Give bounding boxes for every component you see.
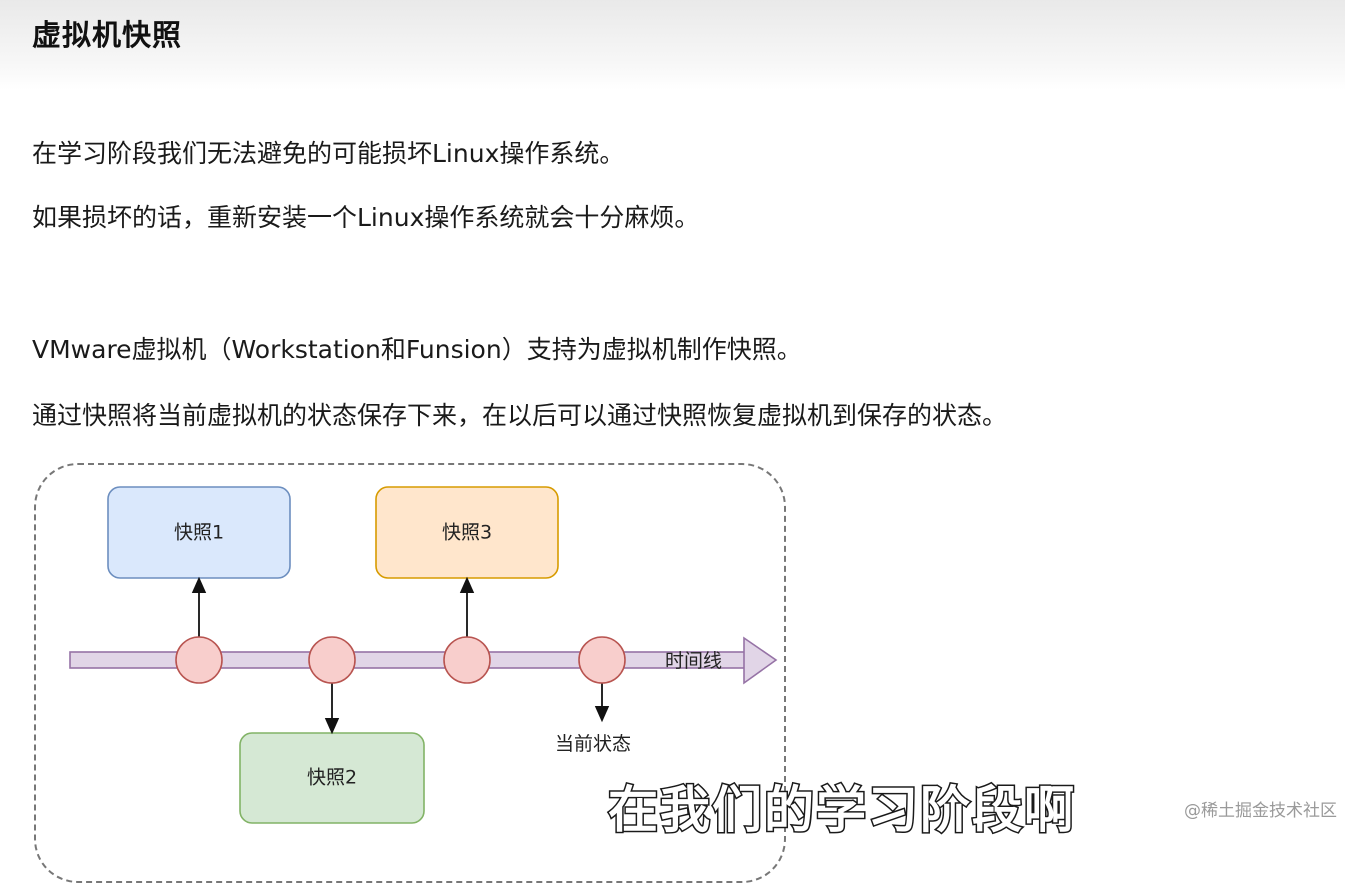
snapshot-2-label: 快照2	[307, 767, 357, 789]
snapshot-3-label: 快照3	[442, 522, 492, 544]
paragraph-1: 在学习阶段我们无法避免的可能损坏Linux操作系统。	[32, 139, 625, 168]
video-subtitle: 在我们的学习阶段啊	[607, 780, 1076, 841]
paragraph-2: 如果损坏的话，重新安装一个Linux操作系统就会十分麻烦。	[32, 203, 700, 232]
timeline-point-2	[308, 636, 356, 684]
timeline-bar	[69, 651, 751, 669]
page-title: 虚拟机快照	[32, 18, 183, 52]
title-band	[0, 0, 1345, 90]
snapshot-diagram: 快照1 快照3 快照2 时间线 当前状态	[69, 486, 778, 824]
snapshot-1-label: 快照1	[174, 522, 224, 544]
timeline-point-current	[578, 636, 626, 684]
timeline-arrowhead	[743, 636, 778, 685]
paragraph-3: VMware虚拟机（Workstation和Funsion）支持为虚拟机制作快照…	[32, 335, 802, 364]
paragraph-4: 通过快照将当前虚拟机的状态保存下来，在以后可以通过快照恢复虚拟机到保存的状态。	[32, 401, 1008, 430]
watermark: @稀土掘金技术社区	[1184, 801, 1337, 821]
current-state-label: 当前状态	[555, 733, 631, 755]
timeline-point-3	[443, 636, 491, 684]
timeline-label: 时间线	[665, 650, 722, 672]
timeline-point-1	[175, 636, 223, 684]
